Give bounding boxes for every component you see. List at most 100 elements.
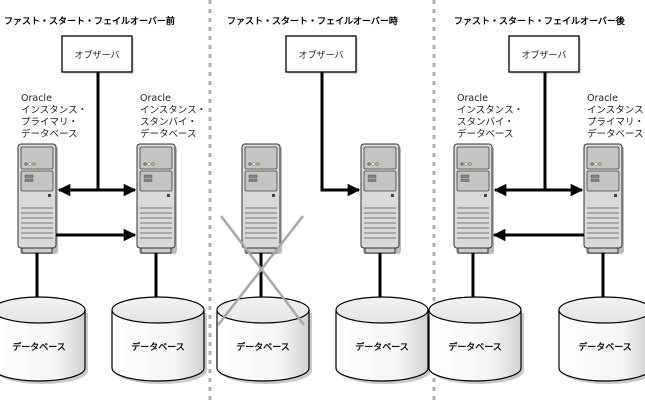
led-yellow-icon [256, 162, 260, 166]
led-white-icon [252, 162, 256, 166]
disk-slot [460, 178, 470, 182]
led-yellow-icon [375, 162, 379, 166]
cylinder-body [558, 310, 645, 382]
led-white-icon [464, 162, 468, 166]
database-cylinder: データベース [558, 296, 645, 384]
disk-slot [248, 178, 258, 182]
panel-title: ファスト・スタート・フェイルオーバー後 [454, 15, 626, 27]
database-cylinder: データベース [216, 296, 312, 384]
led-yellow-icon [468, 162, 472, 166]
cylinder-top [428, 296, 522, 324]
instance-label: Oracle [140, 93, 171, 104]
led-yellow-icon [598, 162, 602, 166]
instance-label: Oracle [21, 93, 52, 104]
database-label: データベース [578, 341, 632, 353]
instance-label: インスタンス・ [21, 105, 87, 116]
instance-label: インスタンス・ [140, 105, 206, 116]
observer-box [61, 35, 133, 73]
disk-slot [24, 178, 34, 182]
instance-label: インスタンス [587, 105, 644, 116]
power-button-icon [272, 194, 275, 197]
cylinder-body [216, 310, 310, 382]
panel-title: ファスト・スタート・フェイルオーバー時 [227, 15, 398, 27]
disk-slot [367, 174, 377, 178]
cylinder-body [111, 310, 205, 382]
server-base [364, 247, 396, 254]
cylinder-body [428, 310, 522, 382]
cylinder-top [335, 296, 429, 324]
led-white-icon [28, 162, 32, 166]
cylinder-top [0, 296, 86, 324]
drive-bay [20, 146, 54, 170]
cylinder-top [111, 296, 205, 324]
database-label: データベース [355, 341, 409, 353]
instance-label: インスタンス・ [457, 105, 523, 116]
cylinder-top [558, 296, 645, 324]
drive-bay [456, 146, 490, 170]
disk-slot [590, 174, 600, 178]
led-green-icon [248, 162, 252, 166]
cylinder-body [335, 310, 429, 382]
disk-slot [248, 174, 258, 178]
database-cylinder: データベース [335, 296, 431, 384]
server-tower [360, 143, 401, 254]
database-label: データベース [236, 341, 290, 353]
drive-bay [244, 146, 278, 170]
power-button-icon [48, 194, 51, 197]
led-yellow-icon [32, 162, 36, 166]
led-green-icon [590, 162, 594, 166]
disk-slot [24, 174, 34, 178]
server-base [457, 247, 489, 254]
instance-label: スタンバイ・ [140, 117, 197, 128]
drive-bay [586, 146, 620, 170]
database-label: データベース [12, 341, 66, 353]
failure-cross-icon [220, 215, 305, 326]
database-label: データベース [448, 341, 502, 353]
led-green-icon [24, 162, 28, 166]
server-base [245, 247, 277, 254]
failure-cross-icon [217, 215, 304, 326]
led-green-icon [460, 162, 464, 166]
power-button-icon [614, 194, 617, 197]
server-base [21, 247, 53, 254]
observer-label: オブザーバ [522, 49, 567, 61]
instance-label: データベース [140, 128, 197, 140]
disk-slot [367, 178, 377, 182]
cylinder-top [216, 296, 310, 324]
server-tower [17, 143, 58, 254]
server-tower [241, 143, 282, 254]
server-base [140, 247, 172, 254]
instance-label: Oracle [587, 93, 618, 104]
power-button-icon [484, 194, 487, 197]
instance-label: プライマリ・ [587, 117, 644, 128]
observer-arrow-right [320, 183, 361, 197]
server-tower [136, 143, 177, 254]
led-green-icon [143, 162, 147, 166]
panel-1: ファスト・スタート・フェイルオーバー前オブザーバOracleインスタンス・プライ… [0, 15, 207, 384]
power-button-icon [167, 194, 170, 197]
observer-box [508, 35, 580, 73]
instance-label: プライマリ・ [21, 117, 78, 128]
instance-label: データベース [21, 128, 78, 140]
led-white-icon [147, 162, 151, 166]
power-button-icon [391, 194, 394, 197]
drive-bay [139, 146, 173, 170]
disk-slot [460, 174, 470, 178]
server-tower [453, 143, 494, 254]
led-yellow-icon [151, 162, 155, 166]
database-cylinder: データベース [428, 296, 524, 384]
observer-label: オブザーバ [75, 49, 120, 61]
server-tower [583, 143, 624, 254]
database-cylinder: データベース [0, 296, 88, 384]
database-cylinder: データベース [111, 296, 207, 384]
led-white-icon [594, 162, 598, 166]
disk-slot [143, 174, 153, 178]
panel-3: ファスト・スタート・フェイルオーバー後オブザーバOracleインスタンス・スタン… [428, 15, 645, 384]
observer-label: オブザーバ [299, 49, 344, 61]
drive-bay [363, 146, 397, 170]
disk-slot [143, 178, 153, 182]
database-label: データベース [131, 341, 185, 353]
server-base [587, 247, 619, 254]
